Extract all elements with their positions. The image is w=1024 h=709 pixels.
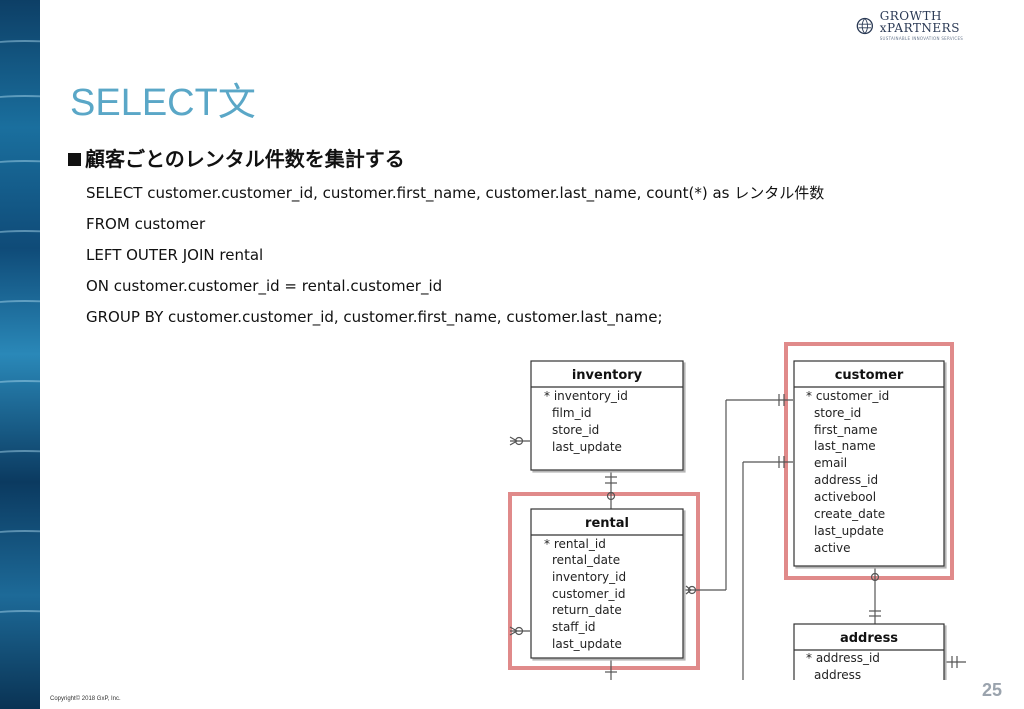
field: staff_id xyxy=(552,620,596,634)
rental-highlight-frame xyxy=(508,492,700,670)
table-inventory: inventory * inventory_id film_id store_i… xyxy=(530,360,684,471)
field: last_name xyxy=(814,439,876,453)
field: create_date xyxy=(814,507,885,521)
table-name: customer xyxy=(835,368,904,383)
field: first_name xyxy=(814,423,877,437)
field: address xyxy=(814,668,861,680)
logo-name: GROWTH xPARTNERS xyxy=(879,9,960,35)
field: activebool xyxy=(814,490,876,504)
logo-tagline: SUSTAINABLE INNOVATION SERVICES xyxy=(879,36,964,41)
table-name: rental xyxy=(585,516,629,531)
field: last_update xyxy=(552,637,622,651)
table-rental: rental * rental_id rental_date inventory… xyxy=(530,508,684,659)
field: * address_id xyxy=(806,651,880,665)
field: * customer_id xyxy=(806,389,889,403)
table-name: address xyxy=(840,631,898,646)
table-name: inventory xyxy=(572,368,643,383)
field: email xyxy=(814,456,847,470)
slide-subtitle: 顧客ごとのレンタル件数を集計する xyxy=(68,146,405,172)
field: rental_date xyxy=(552,553,620,567)
sql-code-block: SELECT customer.customer_id, customer.fi… xyxy=(86,180,824,335)
field: return_date xyxy=(552,603,622,617)
field: active xyxy=(814,541,850,555)
sql-line: LEFT OUTER JOIN rental xyxy=(86,246,264,264)
field: customer_id xyxy=(552,587,625,601)
er-diagram: inventory * inventory_id film_id store_i… xyxy=(508,342,966,680)
field: store_id xyxy=(552,423,599,437)
customer-highlight-frame xyxy=(784,342,954,580)
sql-line: SELECT customer.customer_id, customer.fi… xyxy=(86,184,825,202)
field: inventory_id xyxy=(552,570,626,584)
sql-line: GROUP BY customer.customer_id, customer.… xyxy=(86,308,663,326)
sql-line: ON customer.customer_id = rental.custome… xyxy=(86,277,443,295)
globe-logo-icon xyxy=(856,17,874,34)
copyright-text: Copyright© 2018 GxP, Inc. xyxy=(50,696,121,702)
table-customer: customer * customer_id store_id first_na… xyxy=(793,360,945,567)
slide-title: SELECT文 xyxy=(70,82,256,124)
company-logo: GROWTH xPARTNERS SUSTAINABLE INNOVATION … xyxy=(856,10,1024,41)
field: * rental_id xyxy=(544,537,606,551)
field: store_id xyxy=(814,406,861,420)
field: film_id xyxy=(552,406,592,420)
square-bullet-icon xyxy=(68,152,81,166)
field: last_update xyxy=(552,440,622,454)
subtitle-text: 顧客ごとのレンタル件数を集計する xyxy=(85,147,405,171)
decorative-water-strip xyxy=(0,0,40,709)
field: last_update xyxy=(814,524,884,538)
relationship-lines xyxy=(509,394,966,680)
page-number: 25 xyxy=(982,680,1003,700)
field: * inventory_id xyxy=(544,389,628,403)
field: address_id xyxy=(814,473,878,487)
sql-line: FROM customer xyxy=(86,215,206,233)
table-address: address * address_id address xyxy=(793,623,945,680)
